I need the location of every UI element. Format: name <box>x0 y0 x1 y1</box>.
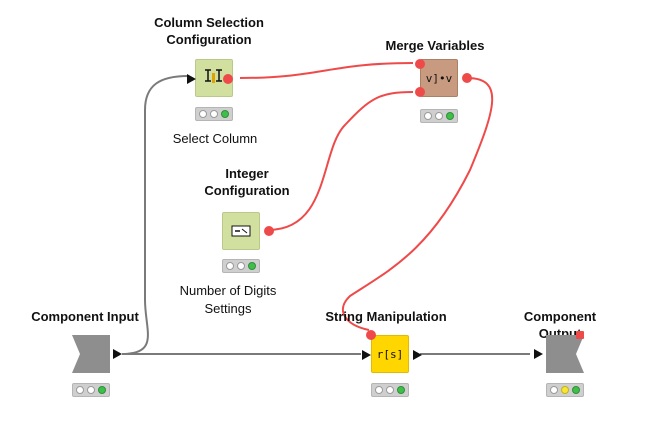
status-light-red <box>199 110 207 118</box>
column-select-icon <box>196 60 232 96</box>
status-light-green <box>98 386 106 394</box>
component-input-title: Component Input <box>31 309 139 324</box>
column-selection-flow-out-port[interactable] <box>223 74 233 84</box>
component-output-node[interactable] <box>534 331 584 373</box>
status-light-red <box>76 386 84 394</box>
integer-config-node[interactable] <box>222 212 274 250</box>
integer-config-status <box>222 259 260 273</box>
status-light-yellow <box>237 262 245 270</box>
string-manipulation-data-in-port[interactable] <box>362 350 371 360</box>
merge-out-port[interactable] <box>462 73 472 83</box>
merge-variables-node[interactable]: v]•v <box>415 59 472 97</box>
string-manipulation-data-out-port[interactable] <box>413 350 422 360</box>
component-input-icon <box>72 335 110 373</box>
status-light-yellow <box>87 386 95 394</box>
column-selection-data-in-port[interactable] <box>187 74 196 84</box>
status-light-red <box>550 386 558 394</box>
component-input-status <box>72 383 110 397</box>
merge-in-port-2[interactable] <box>415 87 425 97</box>
component-output-status <box>546 383 584 397</box>
integer-config-title: Integer Configuration <box>204 166 290 198</box>
status-light-red <box>375 386 383 394</box>
string-manipulation-flow-in-port[interactable] <box>366 330 376 340</box>
integer-config-label: Number of Digits Settings <box>179 283 277 316</box>
component-output-icon <box>546 335 584 373</box>
string-manipulation-node[interactable]: r[s] <box>362 330 422 373</box>
status-light-red <box>226 262 234 270</box>
string-manipulation-icon: r[s] <box>376 347 404 361</box>
merge-variables-status <box>420 109 458 123</box>
string-manipulation-title: String Manipulation <box>325 309 447 324</box>
status-light-yellow <box>210 110 218 118</box>
flow-connection-integer-to-merge[interactable] <box>267 91 414 231</box>
integer-config-flow-out-port[interactable] <box>264 226 274 236</box>
column-selection-status <box>195 107 233 121</box>
column-selection-title: Column Selection Configuration <box>154 15 264 47</box>
merge-in-port-1[interactable] <box>415 59 425 69</box>
integer-config-icon <box>223 213 259 249</box>
column-selection-node[interactable] <box>187 59 233 97</box>
component-input-node[interactable] <box>72 335 122 373</box>
merge-variables-title: Merge Variables <box>385 38 485 53</box>
component-output-flow-port[interactable] <box>576 331 584 339</box>
column-selection-label: Select Column <box>172 131 258 146</box>
component-output-data-in-port[interactable] <box>534 349 543 359</box>
status-light-green <box>248 262 256 270</box>
merge-variables-icon: v]•v <box>425 71 453 85</box>
status-light-red <box>424 112 432 120</box>
flow-connection-column-selection-to-merge[interactable] <box>239 62 414 79</box>
status-light-green <box>446 112 454 120</box>
component-input-data-out-port[interactable] <box>113 349 122 359</box>
status-light-yellow <box>435 112 443 120</box>
status-light-green <box>221 110 229 118</box>
flow-connection-merge-to-string-manipulation[interactable] <box>342 77 494 331</box>
status-light-yellow <box>561 386 569 394</box>
status-light-green <box>572 386 580 394</box>
data-connection-input-to-column-selection[interactable] <box>121 75 189 355</box>
string-manipulation-status <box>371 383 409 397</box>
status-light-yellow <box>386 386 394 394</box>
status-light-green <box>397 386 405 394</box>
